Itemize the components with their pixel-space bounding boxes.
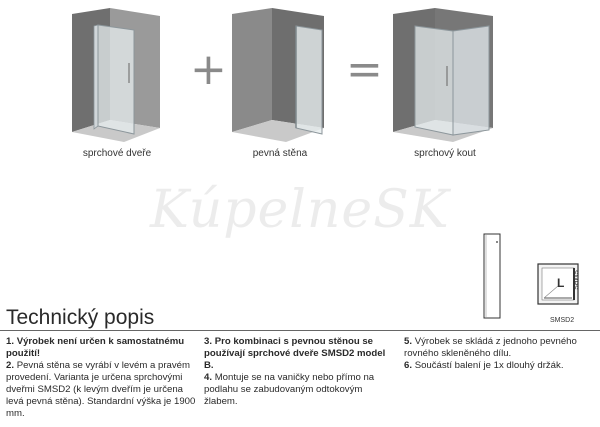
diagram-side-label: SMPS bbox=[571, 270, 578, 290]
top-view-diagram bbox=[537, 263, 579, 305]
fixed-wall-illustration bbox=[232, 8, 324, 142]
plus-sign: + bbox=[190, 44, 227, 95]
section-divider bbox=[0, 330, 600, 331]
spec-column-2: 3. Pro kombinaci s pevnou stěnou se použ… bbox=[204, 336, 394, 408]
spec-item-6: 6. Součástí balení je 1x dlouhý držák. bbox=[404, 360, 564, 371]
panel-front-drawing bbox=[483, 233, 501, 319]
caption-shower-doors: sprchové dveře bbox=[82, 148, 152, 159]
diagram-bottom-label: SMSD2 bbox=[550, 317, 575, 324]
equals-sign: = bbox=[346, 44, 383, 95]
watermark: KúpelneSK bbox=[150, 180, 450, 240]
spec-column-1: 1. Výrobek není určen k samostatnému pou… bbox=[6, 336, 196, 420]
spec-item-5: 5. Výrobek se skládá z jednoho pevného r… bbox=[404, 336, 577, 359]
caption-shower-corner: sprchový kout bbox=[414, 148, 476, 159]
caption-fixed-wall: pevná stěna bbox=[252, 148, 308, 159]
spec-item-1: 1. Výrobek není určen k samostatnému pou… bbox=[6, 336, 185, 359]
shower-doors-illustration bbox=[72, 8, 160, 142]
shower-corner-illustration bbox=[393, 8, 493, 142]
spec-item-2: 2. Pevná stěna se vyrábí v levém a pravé… bbox=[6, 360, 196, 419]
spec-item-3: 3. Pro kombinaci s pevnou stěnou se použ… bbox=[204, 336, 386, 371]
diagram-letter: L bbox=[557, 276, 565, 290]
spec-column-3: 5. Výrobek se skládá z jednoho pevného r… bbox=[404, 336, 594, 372]
spec-item-4: 4. Montuje se na vaničky nebo přímo na p… bbox=[204, 372, 375, 407]
section-title: Technický popis bbox=[6, 306, 155, 329]
